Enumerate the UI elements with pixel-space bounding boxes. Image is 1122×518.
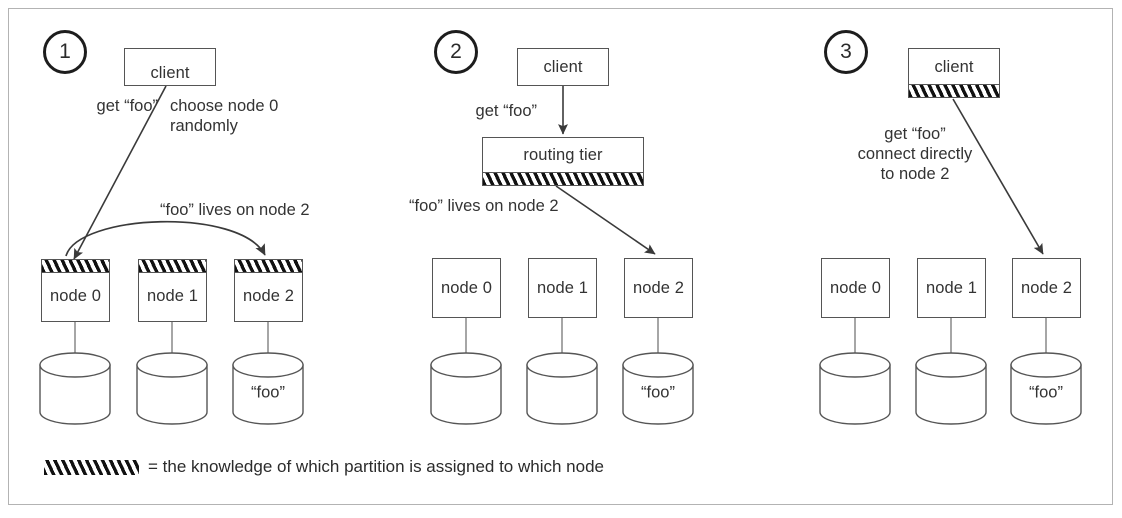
step-number-3: 3	[824, 30, 868, 74]
node-label: node 1	[925, 278, 978, 297]
hatch-bar-icon	[139, 260, 206, 273]
node-box-2-panel2[interactable]: node 2	[624, 258, 693, 318]
node-label: node 1	[536, 278, 589, 297]
node-box-1-panel3[interactable]: node 1	[917, 258, 986, 318]
client-label: client	[934, 57, 974, 76]
step-number-1: 1	[43, 30, 87, 74]
routing-tier-box[interactable]: routing tier	[482, 137, 644, 186]
hatch-bar-icon	[909, 84, 999, 97]
node-label: node 2	[1020, 278, 1073, 297]
node-box-2-panel1[interactable]: node 2	[234, 259, 303, 322]
node-box-1-panel2[interactable]: node 1	[528, 258, 597, 318]
client-box-panel3[interactable]: client	[908, 48, 1000, 98]
hatch-bar-icon	[235, 260, 302, 273]
node-box-2-panel3[interactable]: node 2	[1012, 258, 1081, 318]
node-label: node 0	[829, 278, 882, 297]
node-box-1-panel1[interactable]: node 1	[138, 259, 207, 322]
datastore-node2-panel2: “foo”	[623, 353, 693, 425]
node-box-0-panel3[interactable]: node 0	[821, 258, 890, 318]
datastore-node2-panel3: “foo”	[1011, 353, 1081, 425]
datastore-node2-panel1: “foo”	[233, 353, 303, 425]
legend: = the knowledge of which partition is as…	[44, 457, 604, 477]
node-label: node 2	[242, 287, 295, 306]
client-box-panel1[interactable]: client	[124, 48, 216, 86]
datastore-value: “foo”	[251, 383, 285, 402]
get-foo-label-panel1: get “foo”	[96, 97, 158, 115]
routing-tier-label: routing tier	[523, 146, 603, 165]
legend-text: = the knowledge of which partition is as…	[148, 457, 604, 476]
node-box-0-panel2[interactable]: node 0	[432, 258, 501, 318]
node-box-0-panel1[interactable]: node 0	[41, 259, 110, 322]
hatch-swatch-icon	[44, 459, 139, 475]
hatch-bar-icon	[483, 172, 643, 185]
choose-node-label-panel1: choose node 0 randomly	[170, 97, 279, 135]
get-foo-connect-label-panel3: get “foo” connect directly to node 2	[857, 125, 973, 183]
node-label: node 0	[49, 287, 102, 306]
foo-lives-label-panel2: “foo” lives on node 2	[409, 197, 559, 215]
datastore-value: “foo”	[641, 383, 675, 402]
hatch-bar-icon	[42, 260, 109, 273]
step-number-2: 2	[434, 30, 478, 74]
client-label: client	[543, 57, 583, 76]
node-label: node 0	[440, 278, 493, 297]
client-box-panel2[interactable]: client	[517, 48, 609, 86]
get-foo-label-panel2: get “foo”	[475, 102, 537, 120]
datastore-value: “foo”	[1029, 383, 1063, 402]
node-label: node 2	[632, 278, 685, 297]
node-label: node 1	[146, 287, 199, 306]
foo-lives-label-panel1: “foo” lives on node 2	[160, 201, 310, 219]
client-label: client	[150, 63, 190, 82]
